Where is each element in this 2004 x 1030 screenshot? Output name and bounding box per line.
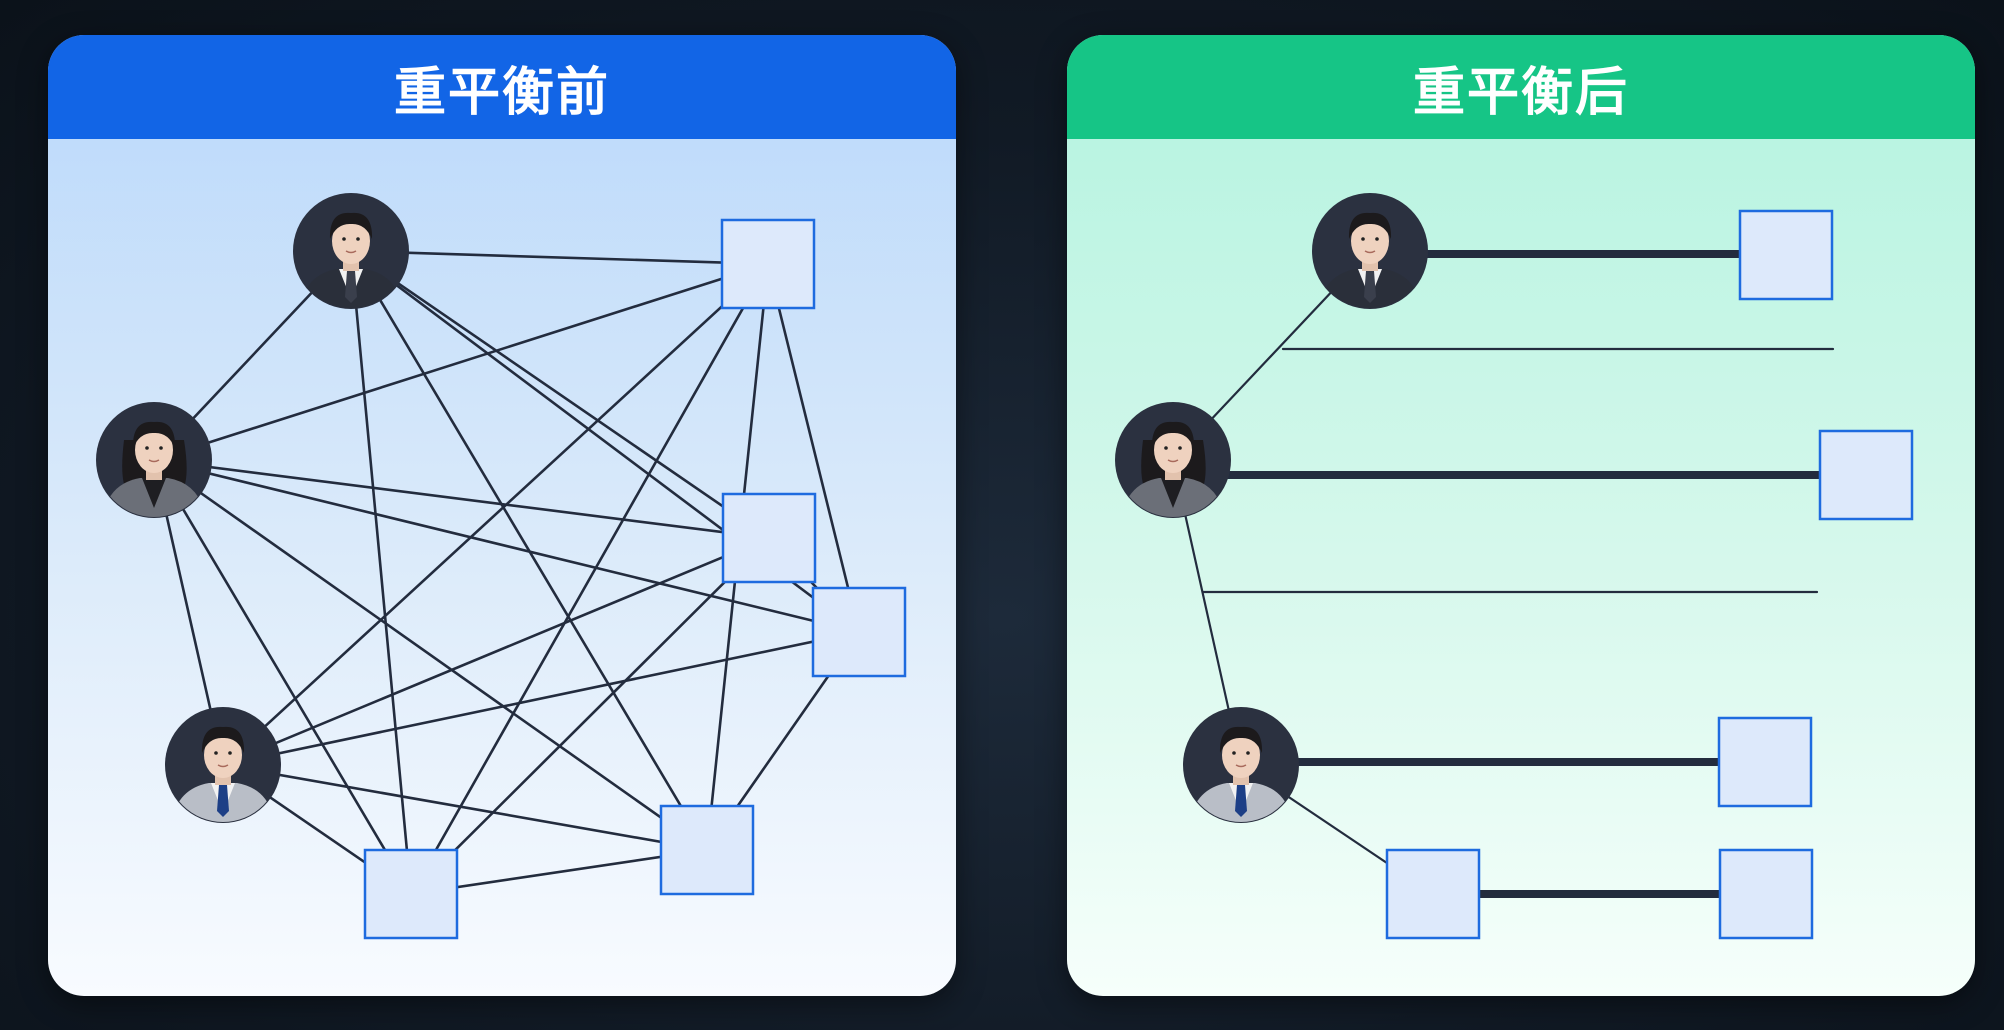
task-node-after-t4 [1385,848,1481,940]
task-node-before-t4 [659,804,755,896]
task-node-before-t3 [811,586,907,678]
panel-after: 重平衡后 [1067,35,1975,996]
consumer-avatar-after-3 [1183,707,1299,823]
edge-before-15 [766,262,861,634]
graph-before [96,193,907,940]
edge-before-11 [221,536,771,767]
edge-before-10 [221,262,770,767]
task-node-before-t2 [721,492,817,584]
panel-header-before: 重平衡前 [48,35,956,139]
consumer-avatar-before-3 [165,707,281,823]
edge-before-8 [152,458,709,852]
consumer-avatar-before-2 [96,402,212,518]
task-node-after-t3 [1717,716,1813,808]
edge-before-20 [409,262,770,896]
edge-before-21 [409,536,771,896]
task-node-after-t2 [1818,429,1914,521]
edge-before-9 [152,458,413,896]
edge-before-6 [152,458,771,540]
edge-before-12 [221,630,861,767]
edge-before-4 [349,249,413,896]
task-node-after-t1 [1738,209,1834,301]
edge-before-13 [221,763,709,852]
consumer-avatar-after-1 [1312,193,1428,309]
consumer-avatar-after-2 [1115,402,1231,518]
task-node-after-t5 [1718,848,1814,940]
consumer-avatar-before-1 [293,193,409,309]
task-node-before-t1 [720,218,816,310]
edge-before-5 [152,262,770,462]
graph-after [1115,193,1914,940]
panel-title-before: 重平衡前 [393,62,610,123]
edge-before-1 [349,249,771,540]
panel-before: 重平衡前 [48,35,956,996]
edge-before-0 [349,249,770,266]
edge-before-18 [409,848,709,896]
panel-header-after: 重平衡后 [1067,35,1975,139]
edge-before-7 [152,458,861,634]
panel-title-after: 重平衡后 [1412,62,1629,123]
task-node-before-t5 [363,848,459,940]
